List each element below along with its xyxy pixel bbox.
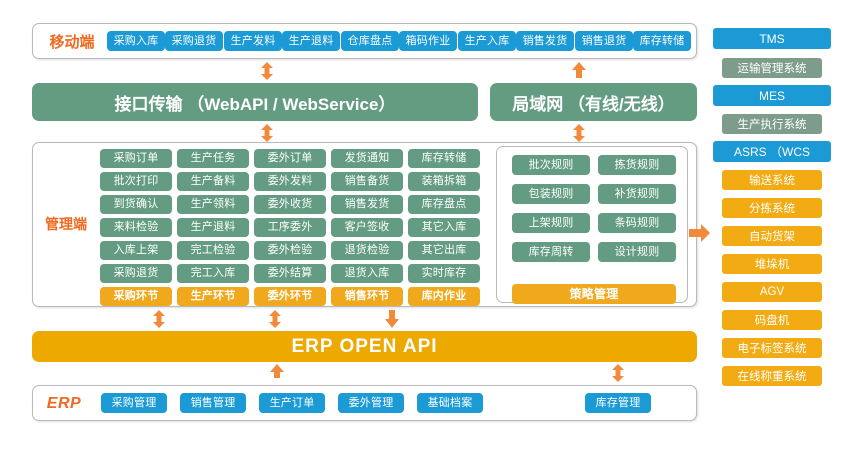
arrow-up-down-mobile-left: [258, 62, 276, 80]
erp-section-label: ERP: [46, 395, 82, 412]
mgmt-c0-r1[interactable]: 批次打印: [100, 172, 172, 191]
mgmt-c1-footer[interactable]: 生产环节: [177, 287, 249, 306]
mgmt-c0-r0[interactable]: 采购订单: [100, 149, 172, 168]
mgmt-c4-r0[interactable]: 库存转储: [408, 149, 480, 168]
right-header-mes[interactable]: MES: [713, 85, 831, 106]
rule-right-2[interactable]: 条码规则: [598, 213, 676, 233]
mgmt-c4-r2[interactable]: 库存盘点: [408, 195, 480, 214]
mgmt-c0-r5[interactable]: 采购退货: [100, 264, 172, 283]
erp-chip-inventory[interactable]: 库存管理: [585, 393, 651, 413]
rule-left-2[interactable]: 上架规则: [512, 213, 590, 233]
right-sub-tms: 运输管理系统: [722, 58, 822, 78]
erp-chip-0[interactable]: 采购管理: [101, 393, 167, 413]
right-asrs-child-7[interactable]: 在线称重系统: [722, 366, 822, 386]
mgmt-c1-r5[interactable]: 完工入库: [177, 264, 249, 283]
arrow-up-down-api-1: [150, 310, 168, 328]
arrow-right-to-automation: [689, 224, 710, 242]
lan-band: 局域网 （有线/无线）: [490, 83, 697, 121]
mobile-chip-3[interactable]: 生产退料: [282, 31, 340, 51]
mobile-chip-6[interactable]: 生产入库: [458, 31, 516, 51]
right-asrs-child-6[interactable]: 电子标签系统: [722, 338, 822, 358]
right-asrs-child-3[interactable]: 堆垛机: [722, 254, 822, 274]
mgmt-c1-r4[interactable]: 完工检验: [177, 241, 249, 260]
mgmt-c4-r4[interactable]: 其它出库: [408, 241, 480, 260]
mobile-chip-9[interactable]: 库存转储: [633, 31, 691, 51]
erp-chip-3[interactable]: 委外管理: [338, 393, 404, 413]
mgmt-c3-r1[interactable]: 销售备货: [331, 172, 403, 191]
mobile-chip-7[interactable]: 销售发货: [516, 31, 574, 51]
mgmt-c2-r3[interactable]: 工序委外: [254, 218, 326, 237]
mobile-chip-4[interactable]: 仓库盘点: [341, 31, 399, 51]
mgmt-c3-r2[interactable]: 销售发货: [331, 195, 403, 214]
interface-transport-band: 接口传输 （WebAPI / WebService）: [32, 83, 478, 121]
mgmt-c3-r4[interactable]: 退货检验: [331, 241, 403, 260]
mgmt-c2-r2[interactable]: 委外收货: [254, 195, 326, 214]
right-asrs-child-5[interactable]: 码盘机: [722, 310, 822, 330]
mgmt-c0-footer[interactable]: 采购环节: [100, 287, 172, 306]
mobile-chip-5[interactable]: 箱码作业: [399, 31, 457, 51]
rule-right-0[interactable]: 拣货规则: [598, 155, 676, 175]
rule-left-1[interactable]: 包装规则: [512, 184, 590, 204]
arrow-up-lan: [570, 62, 588, 78]
rule-right-1[interactable]: 补货规则: [598, 184, 676, 204]
mgmt-c4-r1[interactable]: 装箱拆箱: [408, 172, 480, 191]
mgmt-c4-footer[interactable]: 库内作业: [408, 287, 480, 306]
arrow-up-down-api-2: [266, 310, 284, 328]
mgmt-c0-r4[interactable]: 入库上架: [100, 241, 172, 260]
mgmt-c2-footer[interactable]: 委外环节: [254, 287, 326, 306]
rule-right-3[interactable]: 设计规则: [598, 242, 676, 262]
erp-open-api-band: ERP OPEN API: [32, 331, 697, 362]
mgmt-c1-r2[interactable]: 生产领料: [177, 195, 249, 214]
mobile-chip-2[interactable]: 生产发料: [224, 31, 282, 51]
mgmt-c2-r5[interactable]: 委外结算: [254, 264, 326, 283]
mgmt-c4-r5[interactable]: 实时库存: [408, 264, 480, 283]
rule-left-0[interactable]: 批次规则: [512, 155, 590, 175]
mgmt-c3-footer[interactable]: 销售环节: [331, 287, 403, 306]
right-asrs-child-2[interactable]: 自动货架: [722, 226, 822, 246]
mgmt-c3-r3[interactable]: 客户签收: [331, 218, 403, 237]
rule-left-3[interactable]: 库存周转: [512, 242, 590, 262]
arrow-up-down-lan-bottom: [570, 124, 588, 142]
mobile-chip-8[interactable]: 销售退货: [575, 31, 633, 51]
arrow-up-erp: [269, 364, 285, 378]
right-asrs-child-4[interactable]: AGV: [722, 282, 822, 302]
erp-chip-4[interactable]: 基础档案: [417, 393, 483, 413]
mgmt-c2-r1[interactable]: 委外发料: [254, 172, 326, 191]
mobile-chip-0[interactable]: 采购入库: [107, 31, 165, 51]
erp-chip-1[interactable]: 销售管理: [180, 393, 246, 413]
erp-chip-2[interactable]: 生产订单: [259, 393, 325, 413]
right-header-asrs[interactable]: ASRS （WCS: [713, 141, 831, 162]
mgmt-c0-r3[interactable]: 来料检验: [100, 218, 172, 237]
rules-footer[interactable]: 策略管理: [512, 284, 676, 304]
mgmt-c3-r0[interactable]: 发货通知: [331, 149, 403, 168]
arrow-down-api-3: [383, 310, 401, 328]
arrow-up-down-inventory: [609, 364, 627, 382]
arrow-up-down-interface-bottom: [258, 124, 276, 142]
mgmt-c4-r3[interactable]: 其它入库: [408, 218, 480, 237]
mobile-section-label: 移动端: [49, 33, 95, 51]
mobile-chip-1[interactable]: 采购退货: [165, 31, 223, 51]
right-asrs-child-1[interactable]: 分拣系统: [722, 198, 822, 218]
right-asrs-child-0[interactable]: 输送系统: [722, 170, 822, 190]
mgmt-c3-r5[interactable]: 退货入库: [331, 264, 403, 283]
mgmt-c2-r0[interactable]: 委外订单: [254, 149, 326, 168]
right-sub-mes: 生产执行系统: [722, 114, 822, 134]
right-header-tms[interactable]: TMS: [713, 28, 831, 49]
mgmt-c1-r0[interactable]: 生产任务: [177, 149, 249, 168]
mgmt-c1-r1[interactable]: 生产备料: [177, 172, 249, 191]
management-section-label: 管理端: [45, 216, 87, 232]
mgmt-c0-r2[interactable]: 到货确认: [100, 195, 172, 214]
mgmt-c1-r3[interactable]: 生产退料: [177, 218, 249, 237]
mgmt-c2-r4[interactable]: 委外检验: [254, 241, 326, 260]
